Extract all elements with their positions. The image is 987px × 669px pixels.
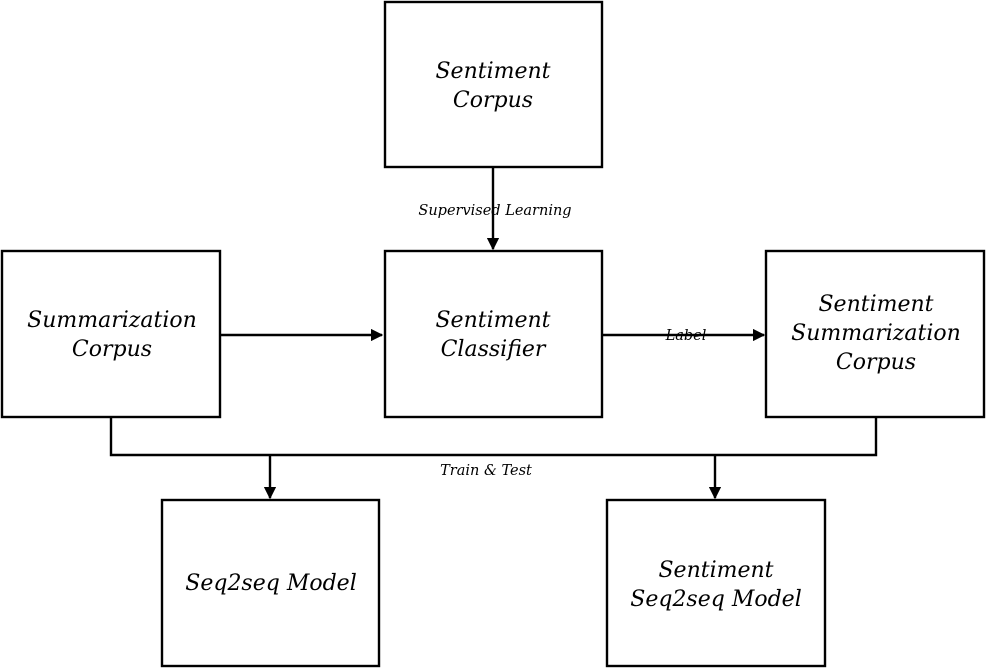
node-sentiment-summarization-corpus-line-1: Sentiment bbox=[818, 292, 933, 317]
edge-label-train-test: Train & Test bbox=[440, 463, 532, 479]
edge-corpora-bus bbox=[109, 418, 878, 457]
node-sentiment-classifier-line-1: Sentiment bbox=[435, 308, 550, 333]
node-sentiment-summarization-corpus-line-2: Summarization bbox=[791, 321, 961, 346]
node-sentiment-corpus-line-1: Sentiment bbox=[435, 59, 550, 84]
node-sentiment-seq2seq-model: Sentiment Seq2seq Model bbox=[605, 498, 827, 668]
node-sentiment-corpus-line-2: Corpus bbox=[453, 88, 533, 113]
node-seq2seq-model: Seq2seq Model bbox=[160, 498, 381, 668]
node-summarization-corpus-line-2: Corpus bbox=[72, 337, 152, 362]
node-sentiment-seq2seq-model-line-1: Sentiment bbox=[658, 558, 773, 583]
edge-label-supervised-learning: Supervised Learning bbox=[418, 203, 571, 219]
node-summarization-corpus-line-1: Summarization bbox=[27, 308, 197, 333]
node-sentiment-classifier: Sentiment Classifier bbox=[383, 249, 604, 419]
node-sentiment-seq2seq-model-line-2: Seq2seq Model bbox=[630, 587, 801, 612]
node-seq2seq-model-line-1: Seq2seq Model bbox=[185, 571, 356, 596]
edge-label-label: Label bbox=[665, 328, 707, 344]
node-summarization-corpus: Summarization Corpus bbox=[0, 249, 222, 419]
node-sentiment-classifier-line-2: Classifier bbox=[441, 337, 547, 362]
node-sentiment-summarization-corpus-line-3: Corpus bbox=[836, 350, 916, 375]
node-sentiment-corpus: Sentiment Corpus bbox=[383, 0, 604, 169]
node-sentiment-summarization-corpus: Sentiment Summarization Corpus bbox=[764, 249, 986, 419]
